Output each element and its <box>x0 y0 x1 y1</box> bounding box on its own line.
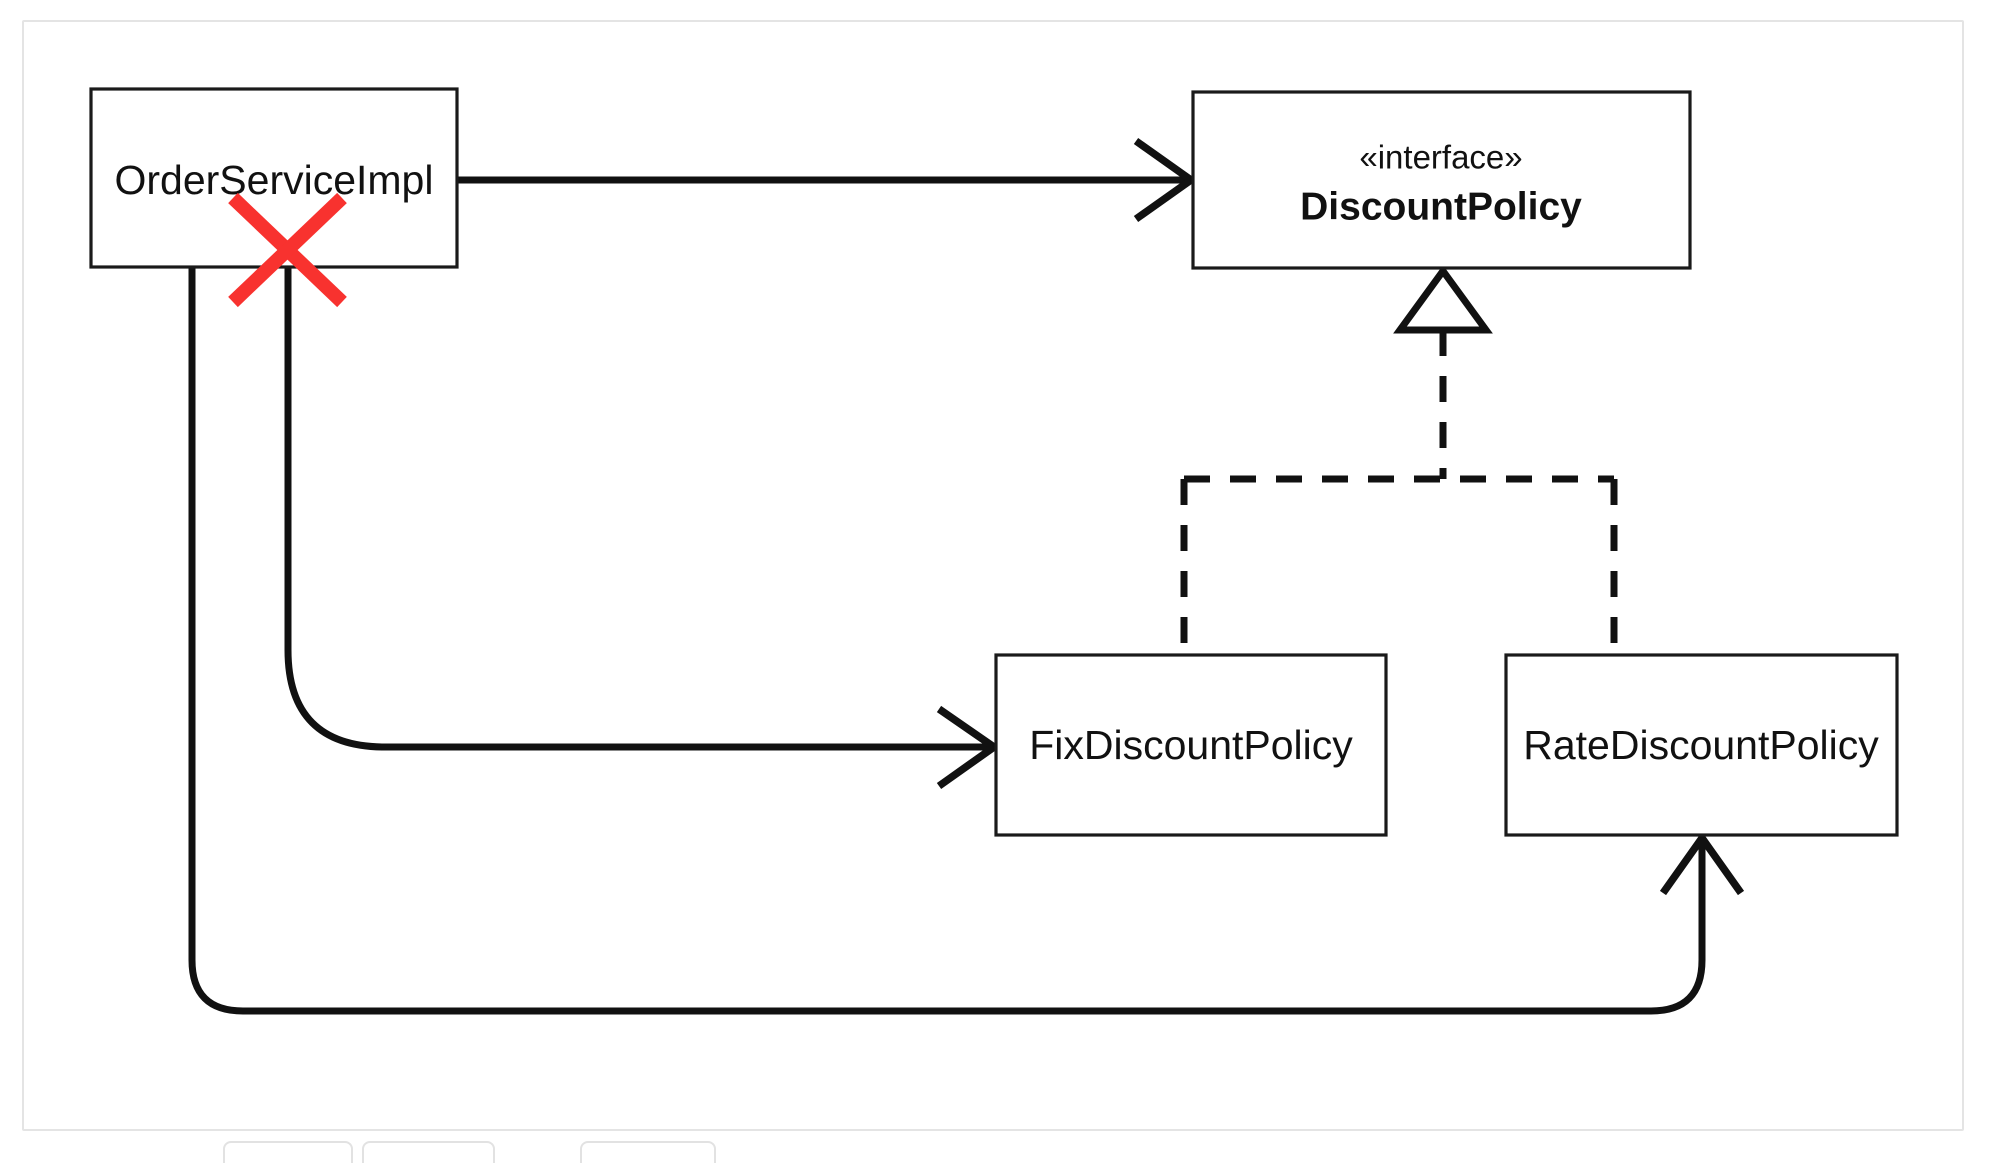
class-node-discount-policy[interactable]: «interface» DiscountPolicy <box>1191 90 1692 270</box>
class-label-order-service-impl: OrderServiceImpl <box>115 157 434 203</box>
red-x-strike-icon <box>228 192 347 308</box>
relation-impl-to-fix[interactable] <box>284 267 1001 790</box>
stereotype-label-discount-policy: «interface» <box>1359 139 1522 176</box>
partial-card-1[interactable] <box>223 1141 353 1163</box>
class-label-rate-discount-policy: RateDiscountPolicy <box>1523 722 1879 768</box>
class-label-fix-discount-policy: FixDiscountPolicy <box>1029 722 1353 768</box>
class-node-order-service-impl[interactable]: OrderServiceImpl <box>89 87 459 269</box>
class-node-rate-discount-policy[interactable]: RateDiscountPolicy <box>1504 653 1899 837</box>
partial-card-3[interactable] <box>580 1141 716 1163</box>
hollow-triangle-icon <box>1393 265 1493 334</box>
class-node-fix-discount-policy[interactable]: FixDiscountPolicy <box>994 653 1388 837</box>
relation-realizations[interactable] <box>1180 265 1618 655</box>
open-arrowhead-icon <box>936 705 1001 790</box>
relation-impl-to-interface[interactable] <box>457 137 1198 223</box>
open-arrowhead-icon <box>1133 137 1198 223</box>
partial-card-2[interactable] <box>362 1141 495 1163</box>
class-label-discount-policy: DiscountPolicy <box>1300 185 1582 228</box>
relation-impl-to-rate[interactable] <box>188 267 1745 1015</box>
open-arrowhead-icon <box>1659 831 1745 896</box>
